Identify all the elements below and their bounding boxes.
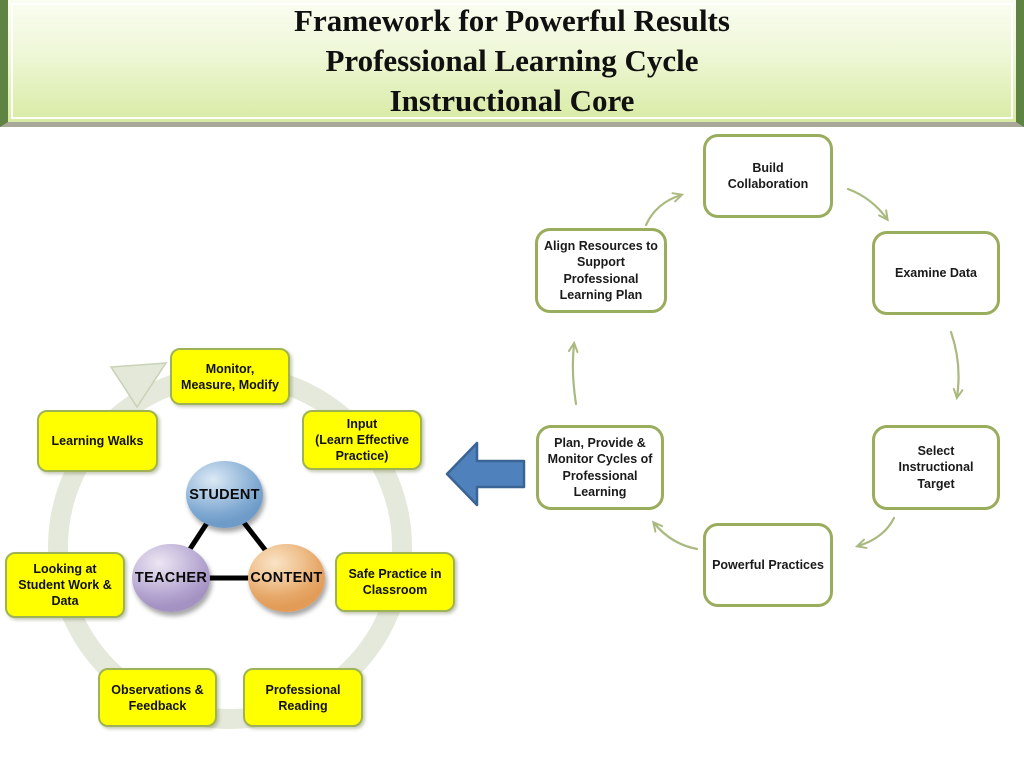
box-input-learn-effective-practice: Input (Learn Effective Practice) bbox=[302, 410, 422, 470]
arrow-examine-to-select-icon bbox=[949, 330, 959, 397]
box-plan-provide-monitor: Plan, Provide & Monitor Cycles of Profes… bbox=[536, 425, 664, 510]
slide-title: Framework for Powerful Results Professio… bbox=[8, 1, 1016, 121]
arrow-build-to-examine-icon bbox=[846, 187, 887, 219]
ring-arrowhead-icon bbox=[109, 362, 168, 409]
arrow-align-to-build-icon bbox=[644, 195, 681, 227]
title-banner: Framework for Powerful Results Professio… bbox=[0, 0, 1024, 127]
box-select-instructional-target: Select Instructional Target bbox=[872, 425, 1000, 510]
box-powerful-practices: Powerful Practices bbox=[703, 523, 833, 607]
title-line-3: Instructional Core bbox=[389, 83, 635, 118]
arrow-select-to-powerful-icon bbox=[858, 516, 896, 546]
title-line-1: Framework for Powerful Results bbox=[294, 3, 730, 38]
box-learning-walks: Learning Walks bbox=[37, 410, 158, 472]
arrow-powerful-to-plan-icon bbox=[654, 523, 699, 551]
box-build-collaboration: Build Collaboration bbox=[703, 134, 833, 218]
right-cycle-arrows bbox=[573, 187, 959, 551]
box-observations-feedback: Observations & Feedback bbox=[98, 668, 217, 727]
ellipse-content: CONTENT bbox=[248, 544, 325, 612]
box-looking-at-student-work-data: Looking at Student Work & Data bbox=[5, 552, 125, 618]
arrow-plan-to-align-icon bbox=[573, 344, 576, 406]
ellipse-teacher: TEACHER bbox=[132, 544, 210, 612]
box-examine-data: Examine Data bbox=[872, 231, 1000, 315]
box-safe-practice-in-classroom: Safe Practice in Classroom bbox=[335, 552, 455, 612]
left-block-arrow-icon bbox=[445, 441, 526, 507]
box-align-resources: Align Resources to Support Professional … bbox=[535, 228, 667, 313]
box-professional-reading: Professional Reading bbox=[243, 668, 363, 727]
ellipse-student: STUDENT bbox=[186, 461, 263, 528]
box-monitor-measure-modify: Monitor, Measure, Modify bbox=[170, 348, 290, 405]
title-line-2: Professional Learning Cycle bbox=[325, 43, 699, 78]
